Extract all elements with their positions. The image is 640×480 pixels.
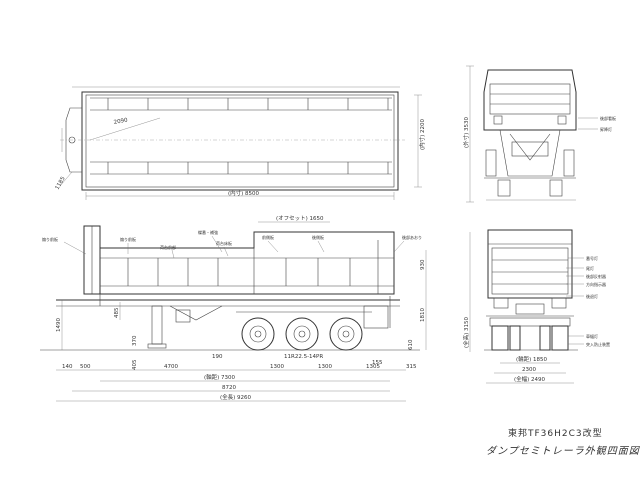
callout-7: 荷台床板 bbox=[216, 240, 232, 246]
rear-label-3: 方向指示器 bbox=[586, 281, 606, 287]
lower-rail-posts bbox=[107, 162, 389, 174]
dim-2300: 2300 bbox=[522, 367, 536, 373]
rear-label-5: 車幅灯 bbox=[586, 333, 598, 339]
dim-inner-width: (内寸) 2200 bbox=[418, 118, 426, 150]
dim-9260: (全長) 9260 bbox=[220, 393, 252, 401]
side-view: (オフセット) 1650 bbox=[40, 215, 427, 402]
callout-4: 前側板 bbox=[262, 234, 274, 240]
rear-label-6: 突入防止装置 bbox=[586, 341, 610, 347]
rear-label-0: 番号灯 bbox=[586, 255, 598, 261]
callout-3: 蝶番・補強 bbox=[198, 229, 218, 235]
rear-view-bottom: (全高) 3150 (輪距) 1850 2300 (全幅) 2490 番号灯 bbox=[462, 229, 610, 384]
dim-1305: 1305 bbox=[366, 364, 380, 370]
dim-405: 405 bbox=[132, 359, 138, 370]
dim-500: 500 bbox=[80, 364, 91, 370]
dim-610: 610 bbox=[408, 339, 414, 350]
callout-6: 後部あおり bbox=[402, 234, 422, 240]
upper-rail-posts bbox=[107, 98, 389, 110]
dim-930: 930 bbox=[420, 259, 426, 270]
drawing-title: ダンプセミトレーラ外観四面図 bbox=[486, 446, 640, 457]
dim-485: 485 bbox=[114, 307, 120, 318]
dim-1300-b: 1300 bbox=[318, 364, 332, 370]
dim-190: 190 bbox=[212, 354, 223, 360]
dim-2090: 2090 bbox=[113, 118, 128, 126]
dim-inner-length: (内寸) 8500 bbox=[228, 189, 260, 197]
dim-2490: (全幅) 2490 bbox=[514, 375, 546, 383]
dim-315: 315 bbox=[406, 364, 417, 370]
dim-1810: 1810 bbox=[420, 308, 426, 322]
dim-155: 155 bbox=[372, 360, 383, 366]
dim-370: 370 bbox=[132, 335, 138, 346]
rear-label-2: 後部反射器 bbox=[586, 273, 606, 279]
callout-8: 荷台前部 bbox=[160, 244, 176, 250]
dim-7300: (軸距) 7300 bbox=[204, 373, 236, 381]
dim-4700: 4700 bbox=[164, 364, 178, 370]
dim-offset-1650: (オフセット) 1650 bbox=[276, 215, 324, 222]
side-body-ribs bbox=[127, 232, 379, 294]
tire-size: 11R22.5-14PR bbox=[284, 354, 323, 360]
callout-1: 煽り前板 bbox=[42, 236, 58, 242]
label-rear-board: 後部看板 bbox=[600, 115, 616, 121]
rear-label-1: 尾灯 bbox=[586, 265, 594, 271]
rear-label-4: 後退灯 bbox=[586, 293, 598, 299]
plan-view: 2090 1185 (内寸) 8500 (内寸) 2200 bbox=[55, 86, 426, 200]
dim-140: 140 bbox=[62, 364, 73, 370]
label-lift-lamp: 昇降灯 bbox=[600, 126, 612, 132]
dim-1300-a: 1300 bbox=[270, 364, 284, 370]
dim-3150: (全高) 3150 bbox=[462, 316, 470, 348]
rear-view-top: (外寸) 3530 後部看板 昇降灯 bbox=[462, 65, 616, 203]
dim-1185: 1185 bbox=[55, 175, 67, 191]
tires bbox=[241, 317, 363, 351]
dim-1490: 1490 bbox=[56, 318, 62, 332]
side-callouts: 煽り前板 煽り前板 蝶番・補強 前側板 後側板 後部あおり 荷台床板 荷台前部 bbox=[42, 229, 422, 259]
callout-5: 後側板 bbox=[312, 234, 324, 240]
dim-1850: (輪距) 1850 bbox=[516, 355, 548, 363]
callout-2: 煽り前板 bbox=[120, 236, 136, 242]
dim-height-3530: (外寸) 3530 bbox=[462, 116, 470, 148]
rear-callouts: 番号灯 尾灯 後部反射器 方向指示器 後退灯 車幅灯 突入防止装置 bbox=[566, 255, 610, 347]
model-line: 東邦TF36H2C3改型 bbox=[508, 429, 603, 439]
dim-8720: 8720 bbox=[222, 385, 236, 391]
